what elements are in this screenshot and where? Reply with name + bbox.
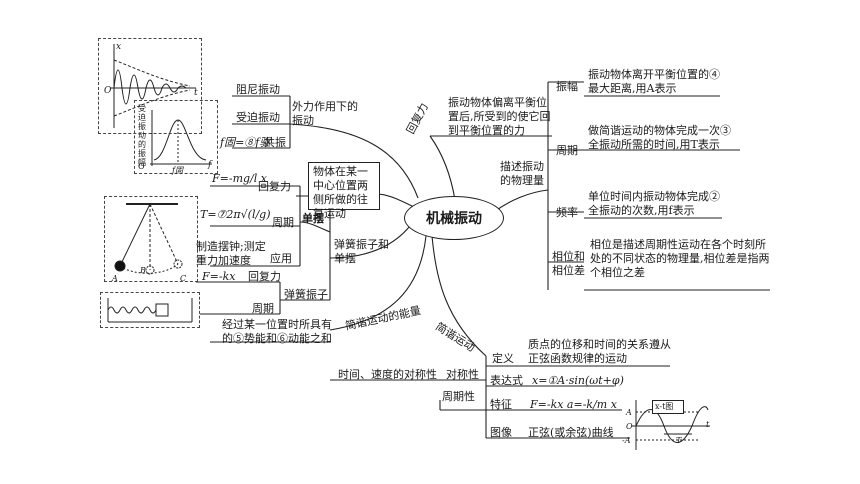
center-node: 机械振动 — [404, 196, 504, 240]
shm-symmetry-label: 对称性 — [446, 368, 479, 381]
spring-force-label: 回复力 — [248, 270, 281, 283]
shm-image-label: 图像 — [490, 426, 512, 439]
resonance-graph — [150, 110, 212, 166]
shm-symmetry-desc: 时间、速度的对称性 — [338, 368, 437, 381]
resonance-f0: f固 — [172, 166, 183, 175]
spring-period-label: 周期 — [252, 302, 274, 315]
period-label: 周期 — [556, 144, 578, 157]
phase-desc: 相位是描述周期性运动在各个时刻所处的不同状态的物理量,相位差是指两个相位之差 — [590, 238, 770, 279]
pendulum-point-b: B — [140, 266, 146, 275]
shm-definition-label: 定义 — [492, 352, 514, 365]
shm-periodicity-label: 周期性 — [442, 390, 475, 403]
spring-pendulum-branch-label: 弹簧振子和单摆 — [334, 238, 389, 265]
restoring-force-definition: 振动物体偏离平衡位置后,所受到的使它回到平衡位置的力 — [448, 96, 551, 137]
quantities-label: 描述振动的物理量 — [500, 160, 544, 187]
resonance-label: 共振 — [264, 136, 286, 149]
forced-branch-label: 外力作用下的振动 — [292, 100, 358, 127]
spring-drawing — [107, 298, 193, 323]
phase-label: 相位和相位差 — [552, 250, 585, 277]
frequency-desc: 单位时间内振动物体完成②全振动的次数,用f表示 — [588, 190, 720, 217]
vibration-definition-box: 物体在某一中心位置两侧所做的往复运动 — [308, 162, 380, 220]
amplitude-label: 振幅 — [556, 80, 578, 93]
pendulum-period-formula: T=⑦2π√(l/g) — [200, 208, 271, 221]
pendulum-application: 制造摆钟;测定重力加速度 — [196, 240, 266, 267]
pendulum-point-a: A — [112, 274, 118, 283]
resonance-x-label: f — [208, 160, 212, 170]
pendulum-drawing — [114, 203, 183, 275]
resonance-origin: O — [138, 162, 145, 171]
shm-definition-desc: 质点的位移和时间的关系遵从正弦函数规律的运动 — [528, 338, 671, 365]
pendulum-frame — [104, 196, 198, 282]
xt-graph-box-label: x-t图 — [652, 400, 684, 414]
pendulum-period-label: 周期 — [272, 216, 294, 229]
pendulum-point-c: C — [180, 274, 187, 283]
resonance-graph-frame — [134, 100, 218, 174]
xt-graph-neg-a: -A — [622, 436, 631, 445]
shm-expression-desc: x=①A·sin(ωt+φ) — [532, 374, 624, 387]
shm-feature-desc: F=-kx a=-k/m x — [530, 398, 617, 411]
pendulum-name: 单摆 — [302, 212, 324, 225]
damped-origin: O — [104, 86, 112, 96]
xt-graph-t-period: T — [676, 436, 682, 445]
damped-y-label: x — [116, 42, 122, 52]
pendulum-force: F=-mg/l x — [212, 172, 267, 185]
damped-graph-frame — [98, 38, 202, 134]
shm-image-desc: 正弦(或余弦)曲线 — [528, 426, 614, 439]
damped-graph — [110, 44, 196, 128]
spring-oscillator-name: 弹簧振子 — [284, 288, 328, 301]
pendulum-application-label: 应用 — [270, 252, 292, 265]
pendulum-force-label: 回复力 — [258, 180, 291, 193]
resonance-condition: f固=⑧f驱 — [220, 136, 271, 149]
amplitude-desc: 振动物体离开平衡位置的④最大距离,用A表示 — [588, 68, 720, 95]
xt-graph-t-axis: t — [706, 420, 710, 429]
spring-force: F=-kx — [202, 270, 236, 283]
forced-vibration: 受迫振动 — [236, 111, 280, 124]
damped-t-label: t — [194, 88, 198, 98]
resonance-y-label: 受迫振动的振幅 — [138, 104, 146, 167]
xt-graph-o: O — [626, 422, 633, 431]
frequency-label: 频率 — [556, 206, 578, 219]
damped-vibration: 阻尼振动 — [236, 83, 280, 96]
energy-desc-line2: 的⑤势能和⑥动能之和 — [222, 332, 332, 345]
period-desc: 做简谐运动的物体完成一次③全振动所需的时间,用T表示 — [588, 124, 731, 151]
shm-expression-label: 表达式 — [490, 374, 523, 387]
shm-feature-label: 特征 — [490, 398, 512, 411]
spring-frame — [100, 292, 200, 328]
xt-graph-a: A — [626, 408, 632, 417]
energy-desc-line1: 经过某一位置时所具有 — [222, 318, 332, 331]
